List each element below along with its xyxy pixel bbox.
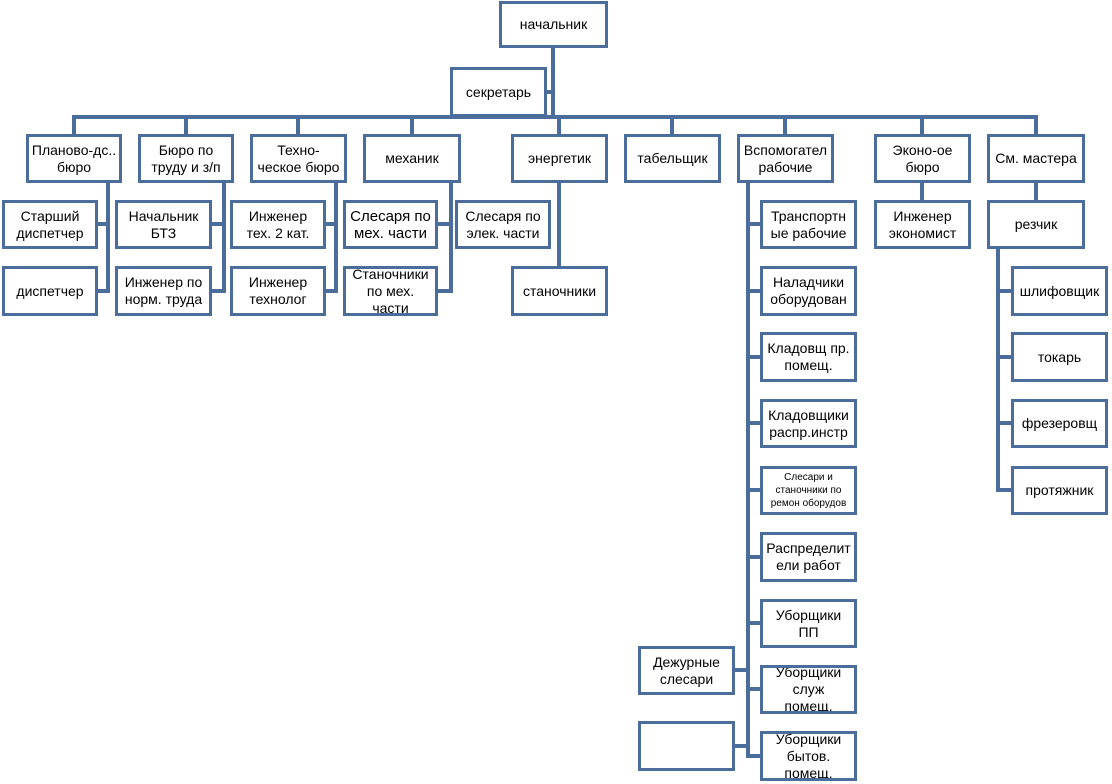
shift-foremen-box: См. мастера <box>987 134 1085 183</box>
work-distributors-label: Распределит ели работ <box>766 540 851 573</box>
service-cleaners-label: Уборщики служ помещ. <box>775 665 842 714</box>
turner-box: токарь <box>1011 332 1108 382</box>
economic-bureau-box: Эконо-ое бюро <box>874 134 971 183</box>
senior-dispatcher-box: Старший диспетчер <box>2 200 98 249</box>
electrical-fitters-box: Слесаря по элек. части <box>455 200 551 249</box>
labor-norm-engineer-label: Инженер по норм. труда <box>124 274 203 307</box>
duty-fitters-label: Дежурные слесари <box>653 653 720 687</box>
broacher-box: протяжник <box>1011 466 1108 515</box>
grinder-box: шлифовщик <box>1011 266 1108 316</box>
cutter-label: резчик <box>1014 216 1058 232</box>
secretary-box: секретарь <box>450 67 547 117</box>
broacher-label: протяжник <box>1025 482 1094 498</box>
domestic-cleaners-box: Уборщики бытов. помещ. <box>760 731 857 781</box>
auxiliary-workers-label: Вспомогател рабочие <box>743 141 828 175</box>
auxiliary-workers-box: Вспомогател рабочие <box>737 134 834 183</box>
electrical-fitters-label: Слесаря по элек. части <box>465 207 541 241</box>
equipment-adjusters-label: Наладчики оборудован <box>770 274 847 307</box>
technical-bureau-box: Техно- ческое бюро <box>250 134 347 183</box>
process-engineer-label: Инженер технолог <box>248 274 308 307</box>
dispatcher-box: диспетчер <box>2 266 98 316</box>
mechanical-machinists-box: Станочники по мех. части <box>343 266 438 316</box>
mechanic-label: механик <box>385 150 439 166</box>
empty-box <box>638 721 735 771</box>
labor-norm-engineer-box: Инженер по норм. труда <box>115 266 212 316</box>
btz-head-box: Начальник БТЗ <box>115 200 212 249</box>
tool-storekeepers-box: Кладовщики распр.инстр <box>760 399 857 448</box>
premises-storekeeper-box: Кладовщ пр. помещ. <box>760 332 857 382</box>
timekeeper-box: табельщик <box>624 134 721 183</box>
cutter-box: резчик <box>987 200 1085 249</box>
power-engineer-box: энергетик <box>511 134 608 183</box>
head-label: начальник <box>519 16 588 32</box>
labor-bureau-box: Бюро по труду и з/п <box>138 134 234 183</box>
labor-bureau-label: Бюро по труду и з/п <box>151 141 221 175</box>
mechanic-box: механик <box>363 134 461 183</box>
repair-workers-box: Слесари и станочники по ремон оборудов <box>760 466 857 515</box>
premises-storekeeper-label: Кладовщ пр. помещ. <box>767 340 850 373</box>
mechanical-machinists-label: Станочники по мех. части <box>352 266 429 316</box>
technical-bureau-label: Техно- ческое бюро <box>257 141 340 175</box>
machinists-box: станочники <box>511 266 608 316</box>
planning-bureau-box: Планово-дс.. бюро <box>26 134 122 183</box>
miller-box: фрезеровщ <box>1011 399 1108 448</box>
grinder-label: шлифовщик <box>1019 282 1100 299</box>
service-cleaners-box: Уборщики служ помещ. <box>760 665 857 714</box>
cleaners-pp-label: Уборщики ПП <box>775 606 842 640</box>
shift-foremen-label: См. мастера <box>995 150 1077 166</box>
economist-label: Инженер экономист <box>888 207 957 241</box>
mechanical-fitters-label: Слесаря по мех. части <box>350 207 431 242</box>
secretary-label: секретарь <box>465 83 532 100</box>
economist-box: Инженер экономист <box>874 200 971 249</box>
transport-workers-box: Транспортн ые рабочие <box>760 200 857 249</box>
mechanical-fitters-box: Слесаря по мех. части <box>343 200 438 249</box>
transport-workers-label: Транспортн ые рабочие <box>770 207 847 241</box>
senior-dispatcher-label: Старший диспетчер <box>16 207 84 241</box>
dispatcher-label: диспетчер <box>16 282 84 299</box>
domestic-cleaners-label: Уборщики бытов. помещ. <box>775 731 842 781</box>
timekeeper-label: табельщик <box>637 150 708 166</box>
head-box: начальник <box>499 1 608 48</box>
turner-label: токарь <box>1037 348 1082 365</box>
engineer-2cat-label: Инженер тех. 2 кат. <box>246 207 310 241</box>
btz-head-label: Начальник БТЗ <box>128 207 199 241</box>
duty-fitters-box: Дежурные слесари <box>638 646 735 695</box>
planning-bureau-label: Планово-дс.. бюро <box>31 141 117 175</box>
engineer-2cat-box: Инженер тех. 2 кат. <box>230 200 326 249</box>
equipment-adjusters-box: Наладчики оборудован <box>760 266 857 316</box>
miller-label: фрезеровщ <box>1021 415 1098 431</box>
work-distributors-box: Распределит ели работ <box>760 532 857 582</box>
power-engineer-label: энергетик <box>528 150 591 166</box>
economic-bureau-label: Эконо-ое бюро <box>892 141 953 175</box>
machinists-label: станочники <box>522 282 597 299</box>
process-engineer-box: Инженер технолог <box>230 266 326 316</box>
tool-storekeepers-label: Кладовщики распр.инстр <box>768 406 849 440</box>
repair-workers-label: Слесари и станочники по ремон оборудов <box>770 472 847 509</box>
cleaners-pp-box: Уборщики ПП <box>760 599 857 648</box>
